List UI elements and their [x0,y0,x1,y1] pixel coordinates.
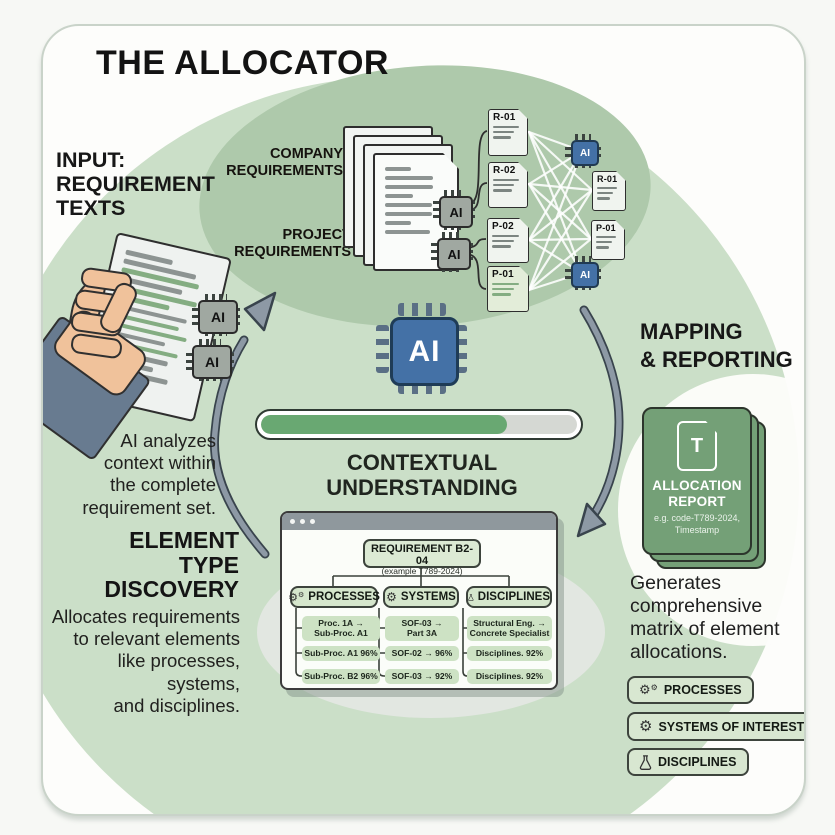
progress-fill [261,415,508,434]
gear-icon: ⚙ [639,717,653,735]
progress-track [261,415,577,434]
tree-leaf: Disciplines. 92% [467,669,552,684]
category-systems: ⚙ SYSTEMS [383,586,459,608]
flask-icon [639,754,652,770]
tree-leaf: Structural Eng. →Concrete Specialist [467,616,552,641]
category-processes: ⚙⚙ PROCESSES [288,586,380,608]
requirement-card-r02: R-02 [488,162,528,208]
report-note: e.g. code-T789-2024,Timestamp [653,513,741,535]
window-body: REQUIREMENT B2-04 (example T789-2024) ⚙⚙… [282,530,556,687]
flask-icon [468,593,474,601]
mapping-reporting-heading: MAPPING& REPORTING [640,319,793,372]
gears-icon: ⚙⚙ [288,590,305,604]
badge-systems-of-interest: ⚙ SYSTEMS OF INTEREST [627,712,804,741]
mapped-card-r01: R-01 [592,171,626,211]
tree-leaf: Sub-Proc. B2 96% [302,669,380,684]
badge-disciplines: DISCIPLINES [627,748,749,776]
page-title: THE ALLOCATOR [96,44,389,82]
tree-leaf: SOF-02 → 96% [385,646,459,661]
tree-leaf: SOF-03 →Part 3A [385,616,459,641]
mapped-card-p01: P-01 [591,220,625,260]
diagram-card: THE ALLOCATOR INPUT: REQUIREMENT TEXTS [41,24,806,816]
window-titlebar [282,513,556,530]
input-heading: INPUT: REQUIREMENT TEXTS [56,148,215,221]
tree-leaf: SOF-03 → 92% [385,669,459,684]
requirements-stack [343,126,483,296]
requirement-card-r01: R-01 [488,109,528,156]
requirement-card-p02: P-02 [487,218,529,263]
tree-leaf: Proc. 1A →Sub-Proc. A1 [302,616,380,641]
allocation-window: REQUIREMENT B2-04 (example T789-2024) ⚙⚙… [280,511,558,690]
gears-icon: ⚙⚙ [639,682,658,698]
progress-bar [255,409,583,440]
tree-connectors [295,568,510,677]
tree-leaf: Sub-Proc. A1 96% [302,646,380,661]
tree-leaf: Disciplines. 92% [467,646,552,661]
window-dot-icon [300,519,305,524]
report-document-icon: T [677,421,717,471]
requirement-node: REQUIREMENT B2-04 (example T789-2024) [363,539,481,576]
window-dot-icon [310,519,315,524]
gear-icon: ⚙ [386,590,397,604]
window-dot-icon [290,519,295,524]
requirement-card-p01: P-01 [487,266,529,312]
badge-processes: ⚙⚙ PROCESSES [627,676,754,704]
category-disciplines: DISCIPLINES [466,586,552,608]
